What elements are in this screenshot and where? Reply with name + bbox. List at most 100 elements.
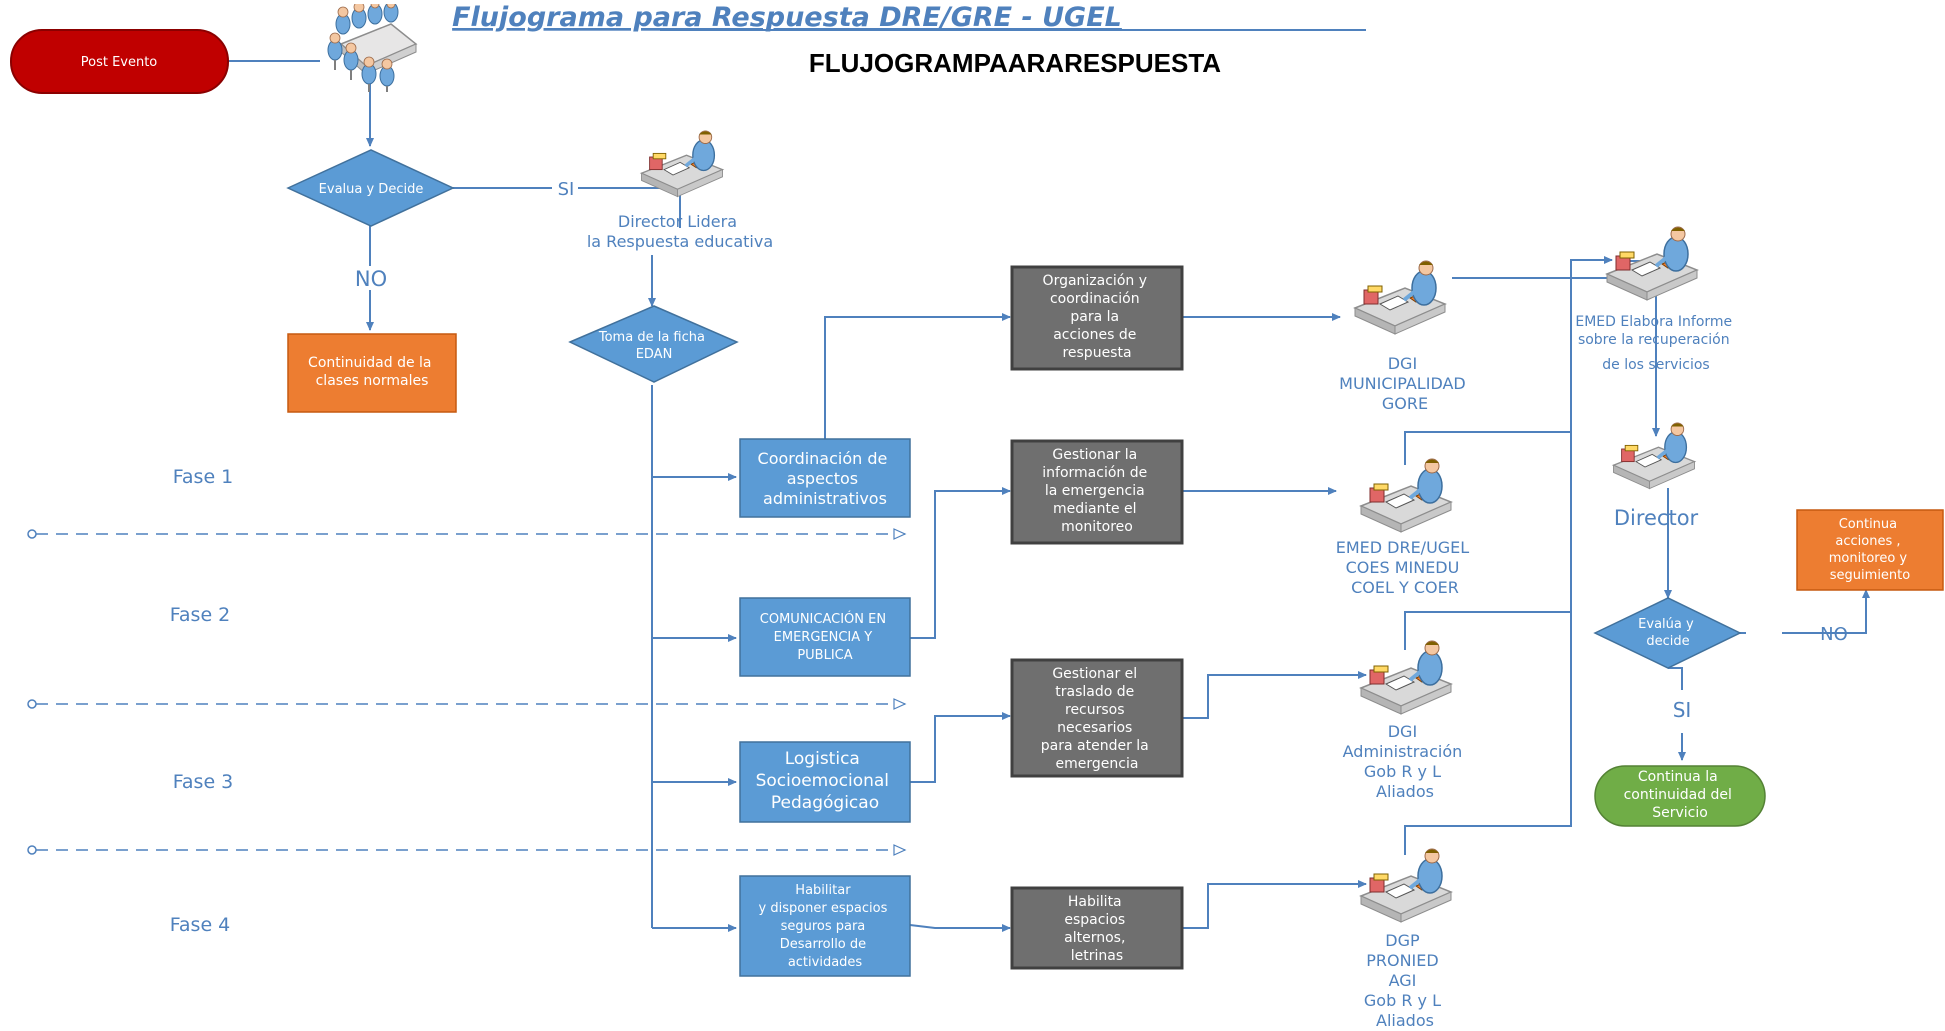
emed-informe-line: EMED Elabora Informe [1575,314,1732,330]
phase-label: Fase 1 [173,466,234,488]
start-terminal: Post Evento [10,29,229,94]
box-gestionar-informacion: Gestionar la información de la emergenci… [1010,439,1184,545]
box-gestionar-traslado-line: emergencia [1056,756,1139,772]
box-gestionar-info-label: Gestionar la información de la emergenci… [1042,447,1151,535]
worker-desk-icon [1359,458,1453,534]
box-habilita-label: Habilita espacios alternos, letrinas [1064,894,1130,964]
box-continua-acciones: Continua acciones , monitoreo y seguimie… [1796,509,1944,591]
phase-label: Fase 2 [170,604,231,626]
box-habilitar-espacios: Habilitar y disponer espacios seguros pa… [739,875,911,977]
actor-line: Administración [1343,742,1463,761]
box-habilitar-line: Desarrollo de [780,937,866,952]
si-label: SI [1673,698,1692,722]
no-label: NO [1820,624,1848,645]
actor-line: EMED DRE/UGEL [1336,538,1470,557]
box-habilitar-line: Habilitar [795,883,851,898]
box-organizacion-line: acciones de [1053,327,1136,343]
box-gestionar-traslado-line: recursos [1065,702,1125,718]
box-continua-label: Continua acciones , monitoreo y seguimie… [1829,517,1912,583]
end-continua-line: Continua la [1638,769,1718,785]
box-organizacion-line: coordinación [1050,291,1140,307]
box-continua-line: acciones , [1835,534,1900,549]
box-gestionar-traslado-line: necesarios [1057,720,1132,736]
box-logistica-line: Logistica [785,749,860,769]
box-comunicacion-line: PUBLICA [797,648,852,663]
worker-desk-icon [1359,848,1453,924]
director-desk-icon [1611,422,1697,491]
box-logistica-line: Pedagógicao [771,793,879,813]
decision-toma-label: Toma de la ficha EDAN [598,330,709,362]
box-organizacion-line: Organización y [1043,273,1147,289]
decision-evalua: Evalua y Decide [286,149,455,227]
box-continuidad-clases: Continuidad de la clases normales [287,333,457,413]
box-continua-line: monitoreo y [1829,551,1908,566]
decision-evalua-label: Evalua y Decide [319,182,424,197]
actor-line: MUNICIPALIDAD [1339,374,1466,393]
actor-label: DGI Administración Gob R y L Aliados [1343,722,1468,801]
box-organizacion-line: respuesta [1062,345,1131,361]
box-coordinacion-aspectos: Coordinación de aspectos administrativos [739,438,911,518]
start-label: Post Evento [81,55,158,70]
diagram-subtitle: FLUJOGRAMPAARARESPUESTA [809,48,1221,78]
box-gestionar-info-line: la emergencia [1045,483,1145,499]
box-gestionar-traslado-line: traslado de [1055,684,1134,700]
box-continuidad-line: clases normales [316,373,429,389]
box-gestionar-info-line: información de [1042,465,1147,481]
box-gestionar-info-line: mediante el [1053,501,1137,517]
box-organizacion-line: para la [1070,309,1119,325]
actor-line: DGP [1385,931,1420,950]
actor-line: GORE [1382,394,1428,413]
box-coordinacion-line: Coordinación de [758,449,888,468]
box-organizacion-coordinacion: Organización y coordinación para la acci… [1010,265,1184,371]
box-gestionar-traslado-line: para atender la [1041,738,1149,754]
box-gestionar-info-line: monitoreo [1061,519,1133,535]
box-gestionar-traslado-label: Gestionar el traslado de recursos necesa… [1041,666,1153,772]
box-habilitar-label: Habilitar y disponer espacios seguros pa… [759,883,892,970]
decision-evalua2-line: decide [1646,634,1689,649]
actor-line: DGI [1388,354,1417,373]
meeting-icon [326,4,418,94]
actor-line: COES MINEDU [1346,558,1460,577]
si-label: SI [558,179,575,200]
box-gestionar-traslado: Gestionar el traslado de recursos necesa… [1010,658,1184,778]
decision-evalua-decide: Evalúa y decide [1593,597,1742,669]
box-organizacion-label: Organización y coordinación para la acci… [1043,273,1152,361]
director-lidera-line: la Respuesta educativa [587,232,773,251]
box-logistica-label: Logistica Socioemocional Pedagógicao [756,749,895,813]
box-habilitar-line: y disponer espacios [759,901,888,916]
box-gestionar-info-line: Gestionar la [1052,447,1137,463]
actor-label: DGI MUNICIPALIDAD GORE [1339,354,1471,413]
end-continua-label: Continua la continuidad del Servicio [1624,769,1737,821]
box-continuidad-line: Continuidad de la [308,355,431,371]
box-continua-line: Continua [1839,517,1897,532]
actor-line: Gob R y L [1364,762,1441,781]
actor-label: DGP PRONIED AGI Gob R y L Aliados [1364,931,1446,1030]
box-habilita-espacios-alternos: Habilita espacios alternos, letrinas [1010,886,1184,970]
box-comunicacion-line: EMERGENCIA Y [774,630,873,645]
decision-evalua2-line: Evalúa y [1638,617,1694,632]
diagram-title: Flujograma para Respuesta DRE/GRE - UGEL [452,2,1122,33]
box-comunicacion-emergencia: COMUNICACIÓN EN EMERGENCIA Y PUBLICA [739,597,911,677]
end-continua-servicio: Continua la continuidad del Servicio [1594,765,1766,827]
director-lidera-label: Director Lidera la Respuesta educativa [587,212,773,251]
box-habilita-line: Habilita [1068,894,1122,910]
actor-label: EMED DRE/UGEL COES MINEDU COEL Y COER [1336,538,1475,597]
worker-desk-icon [1359,640,1453,716]
box-habilita-line: espacios [1064,912,1125,928]
actor-line: Aliados [1376,1011,1434,1030]
decision-toma-edan: Toma de la ficha EDAN [568,305,739,383]
actor-line: PRONIED [1366,951,1438,970]
box-coordinacion-label: Coordinación de aspectos administrativos [758,449,893,508]
worker-desk-icon [1353,260,1447,336]
actor-line: Gob R y L [1364,991,1441,1010]
no-label: NO [355,267,387,291]
box-logistica-line: Socioemocional [756,771,889,791]
box-habilitar-line: actividades [788,955,863,970]
box-gestionar-traslado-line: Gestionar el [1052,666,1137,682]
end-continua-line: continuidad del [1624,787,1732,803]
emed-informe-line: de los servicios [1602,357,1709,373]
end-continua-line: Servicio [1652,805,1708,821]
box-coordinacion-line: administrativos [763,489,887,508]
actor-line: Aliados [1376,782,1434,801]
decision-toma-line: Toma de la ficha [598,330,705,345]
